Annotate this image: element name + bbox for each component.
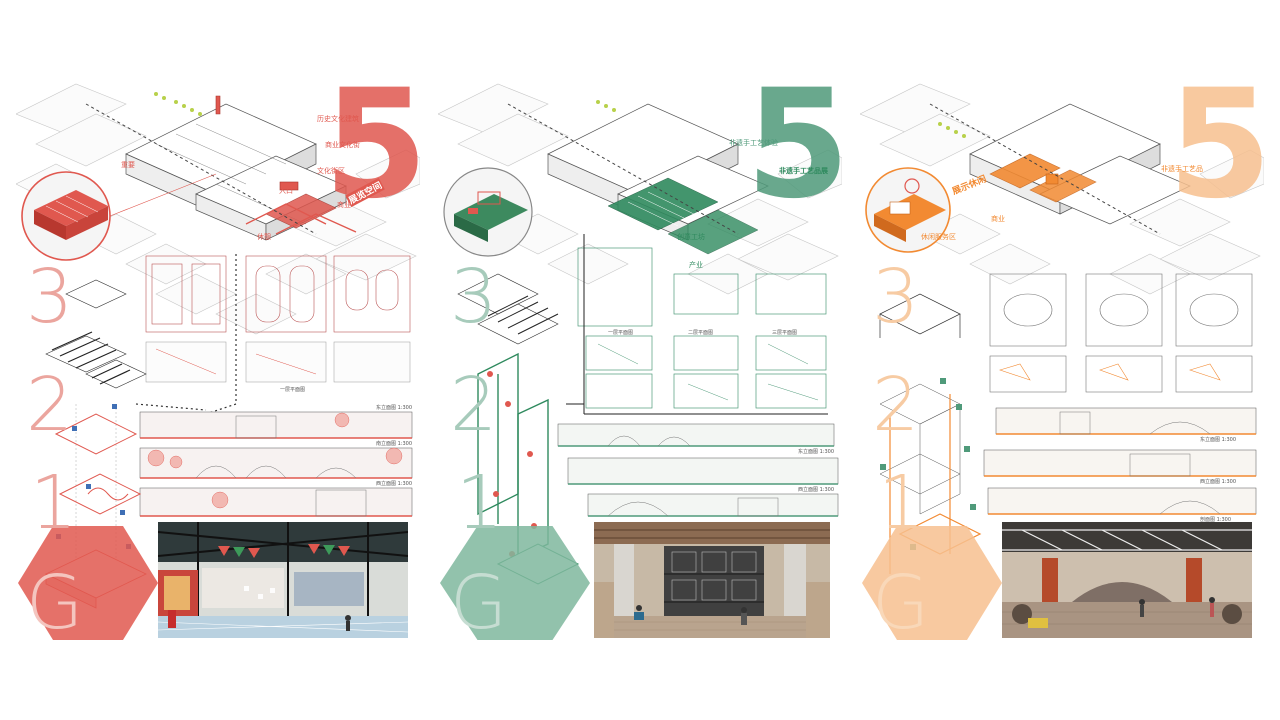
drawing-caption: 南立面图 1:300 <box>376 441 412 447</box>
map-label: 商业文化街 <box>325 141 360 149</box>
interior-rendering <box>158 522 408 638</box>
floor-label-3: 3 <box>450 254 498 340</box>
map-label: 休憩 <box>257 233 271 241</box>
floor-label-3: 3 <box>26 254 74 340</box>
interior-rendering <box>594 522 830 638</box>
map-label: 历史文化建筑 <box>317 115 359 123</box>
map-label: 创意工坊 <box>677 233 705 241</box>
floor-label-3: 3 <box>872 254 920 340</box>
interior-rendering-graphic <box>158 522 408 638</box>
floor-label-2: 2 <box>450 362 498 448</box>
presentation-board-orange: 5 3 2 1 G 展示休闲 非遗手工艺品 商业 休闲服务区 东立面图 1:30… <box>860 74 1264 640</box>
drawing-caption: 一层平面图 <box>608 330 634 336</box>
drawing-caption: 西立面图 1:300 <box>376 481 412 487</box>
drawing-caption: 西立面图 1:300 <box>1200 479 1236 485</box>
drawing-caption: 三层平面图 <box>772 330 798 336</box>
presentation-board-green: 5 3 2 1 G 非遗手工艺体验 非遗手工艺品展 创意工坊 产业 一层平面图 … <box>438 74 842 640</box>
drawing-caption: 二层平面图 <box>688 330 714 336</box>
board-drawings <box>438 83 842 585</box>
board-drawings <box>16 83 420 609</box>
floor-label-2: 2 <box>872 362 920 448</box>
drawing-caption: 西立面图 1:300 <box>798 487 834 493</box>
drawing-caption: 东立面图 1:300 <box>798 449 834 455</box>
map-label: 文化街区 <box>317 167 345 175</box>
drawing-caption: 东立面图 1:300 <box>376 405 412 411</box>
drawing-caption: 东立面图 1:300 <box>1200 437 1236 443</box>
accent-hexagon <box>440 526 590 640</box>
drawing-caption: 一层平面图 <box>280 387 306 393</box>
map-label: 非遗手工艺品展 <box>779 167 828 175</box>
floor-label-g: G <box>26 560 84 640</box>
board-number: 5 <box>1167 74 1264 232</box>
map-label: 休闲服务区 <box>921 233 956 241</box>
interior-rendering <box>1002 522 1252 638</box>
floor-label-1: 1 <box>456 460 504 546</box>
floor-label-g: G <box>872 560 930 640</box>
interior-rendering-graphic <box>1002 522 1252 638</box>
board-drawings <box>860 83 1264 574</box>
board-number: 5 <box>745 74 842 232</box>
headline-label: 非遗手工艺体验 <box>729 139 778 147</box>
interior-rendering-graphic <box>594 522 830 638</box>
map-label: 非遗手工艺品 <box>1161 165 1203 173</box>
map-label: 商业 <box>337 201 351 209</box>
floor-label-1: 1 <box>30 460 78 546</box>
presentation-board-red: 5 3 2 1 G 展览空间 重要 历史文化建筑 商业文化街 文化街区 入口 商… <box>16 74 420 640</box>
floor-label-g: G <box>450 560 508 640</box>
drawing-caption: 剖面图 1:300 <box>1200 517 1231 523</box>
map-label: 重要 <box>121 161 135 169</box>
map-label: 商业 <box>991 215 1005 223</box>
map-label: 入口 <box>279 187 293 195</box>
map-label: 产业 <box>689 261 703 269</box>
floor-label-2: 2 <box>26 362 74 448</box>
floor-label-1: 1 <box>878 460 926 546</box>
